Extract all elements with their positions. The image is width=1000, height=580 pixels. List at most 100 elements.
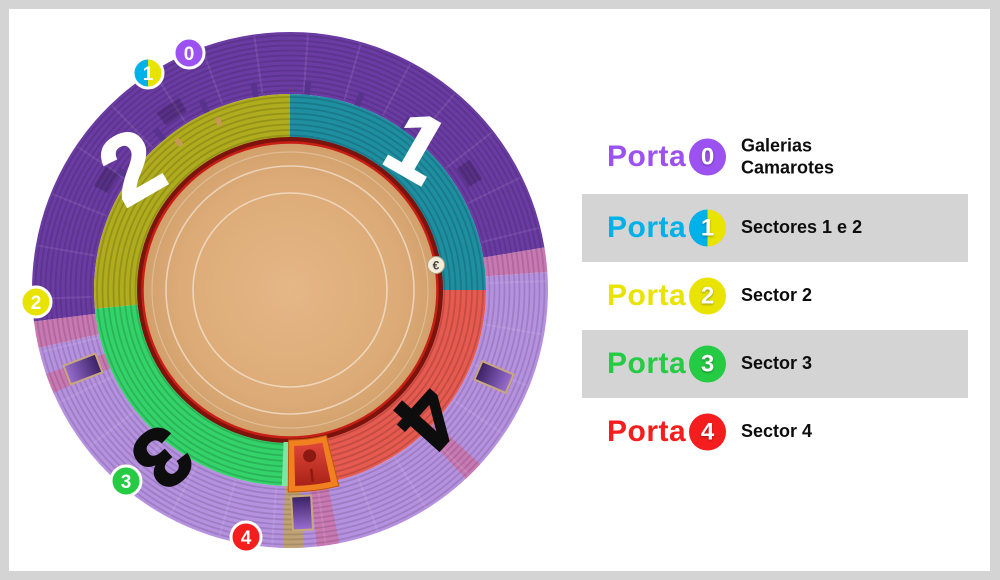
badge-number: 2 [31, 293, 42, 314]
porta-4-badge: 4 [689, 413, 726, 451]
block-seam [59, 375, 113, 404]
block-seam [382, 63, 412, 116]
gallery-light-ring[interactable] [38, 272, 548, 549]
sand-circle [151, 151, 429, 429]
block-seam [168, 464, 198, 517]
legend-row-1[interactable]: Porta 1 Sectores 1 e 2 [582, 194, 968, 262]
block-seam [416, 93, 456, 139]
porta-4-label: Porta [607, 415, 687, 448]
gallery-stairs [33, 313, 100, 349]
main-gate-door [294, 442, 331, 486]
block-seam [111, 105, 154, 149]
sand-circle [165, 165, 415, 415]
seat-row [84, 84, 496, 496]
map-badge-2[interactable]: 2 [19, 285, 53, 319]
block-seam [253, 36, 264, 95]
porta-3-desc-line1: Sector 3 [741, 353, 813, 374]
camarote-box [93, 165, 120, 194]
porta-4-desc-line1: Sector 4 [741, 421, 813, 442]
block-seam [453, 399, 503, 434]
block-seam [41, 336, 99, 353]
gallery-stairs [310, 482, 340, 547]
porta-4-description: Sector 4 [741, 421, 812, 443]
camarote-notch [354, 91, 365, 107]
badge-ring [229, 520, 263, 554]
block-seam [467, 176, 521, 205]
camarote-box [456, 159, 483, 187]
gallery-stairs [423, 422, 481, 479]
map-badge-1[interactable]: 1 [131, 56, 165, 90]
camarote-notch [250, 82, 259, 98]
map-badge-0[interactable]: 0 [172, 36, 206, 70]
map-badge-4[interactable]: 4 [229, 520, 263, 554]
block-seam [343, 43, 362, 100]
block-seam [77, 146, 127, 181]
block-seam [484, 323, 543, 336]
porta-0-desc-line2: Camarotes [741, 157, 835, 177]
porta-0-desc-line1: Galerias [741, 135, 813, 156]
badge-number: 1 [143, 64, 154, 85]
legend: Porta 0 Galerias Camarotes Porta 1 Secto… [9, 9, 990, 571]
porta-0-label: Porta [607, 140, 687, 173]
camarote-notch [198, 98, 210, 114]
gate-steps [281, 441, 289, 486]
seat-row [59, 59, 521, 521]
block-seam [87, 411, 135, 449]
gallery-gate [62, 352, 104, 386]
porta-2-desc-line1: Sector 2 [741, 285, 813, 306]
porta-3-description: Sector 3 [741, 353, 812, 375]
block-seam [356, 475, 379, 531]
seat-row [54, 54, 526, 526]
porta-2-label: Porta [607, 279, 687, 312]
arena-barrier-line [141, 141, 439, 439]
porta-1-label: Porta [607, 211, 687, 244]
porta-1-desc-line1: Sectores 1 e 2 [741, 217, 863, 238]
sector-tick [214, 116, 223, 127]
euro-marker [427, 256, 445, 274]
seat-row [64, 64, 516, 516]
sand-circle [192, 192, 388, 388]
badge-half-right [148, 58, 163, 88]
gallery-stairs [483, 247, 548, 277]
block-seam [426, 431, 469, 475]
bull-icon [303, 449, 317, 463]
block-seam [487, 280, 546, 285]
map-sector-1[interactable] [290, 94, 486, 290]
badge-number: 4 [241, 528, 252, 549]
gallery-gate [290, 494, 315, 532]
seat-row [69, 69, 511, 511]
block-seam [52, 193, 107, 217]
badge-ring [172, 36, 206, 70]
map-badge-3[interactable]: 3 [109, 464, 143, 498]
porta-3-badge: 3 [689, 345, 726, 383]
legend-row-0[interactable]: Porta 0 Galerias Camarotes [582, 123, 968, 191]
camarote-box [156, 97, 187, 126]
seat-row [79, 79, 501, 501]
gallery-dark-ring[interactable] [31, 31, 545, 322]
legend-row-2[interactable]: Porta 2 Sector 2 [582, 262, 968, 330]
camarote-notch [399, 116, 413, 132]
porta-2-badge: 2 [689, 277, 726, 315]
seat-row [74, 74, 506, 506]
porta-1-badge: 1 [689, 209, 726, 247]
seat-row [49, 49, 531, 531]
badge-ring [19, 285, 53, 319]
badge-number: 0 [184, 44, 195, 65]
camarote-notch [152, 127, 167, 142]
porta-0-badge: 0 [689, 138, 726, 176]
badge-number: 3 [121, 472, 132, 493]
sector-tick [174, 137, 184, 147]
gallery-gate [473, 359, 515, 395]
camarote-notch [116, 167, 132, 181]
porta-1-description: Sectores 1 e 2 [741, 217, 862, 239]
block-seam [394, 457, 427, 508]
porta-3-label: Porta [607, 347, 687, 380]
map-sector-4[interactable] [288, 290, 486, 486]
legend-row-3[interactable]: Porta 3 Sector 3 [582, 330, 968, 398]
block-seam [316, 485, 327, 544]
legend-row-4[interactable]: Porta 4 Sector 4 [582, 398, 968, 466]
gate-mark [309, 468, 314, 482]
map-sector-3[interactable] [94, 304, 289, 486]
block-seam [302, 34, 309, 93]
block-seam [218, 480, 237, 537]
